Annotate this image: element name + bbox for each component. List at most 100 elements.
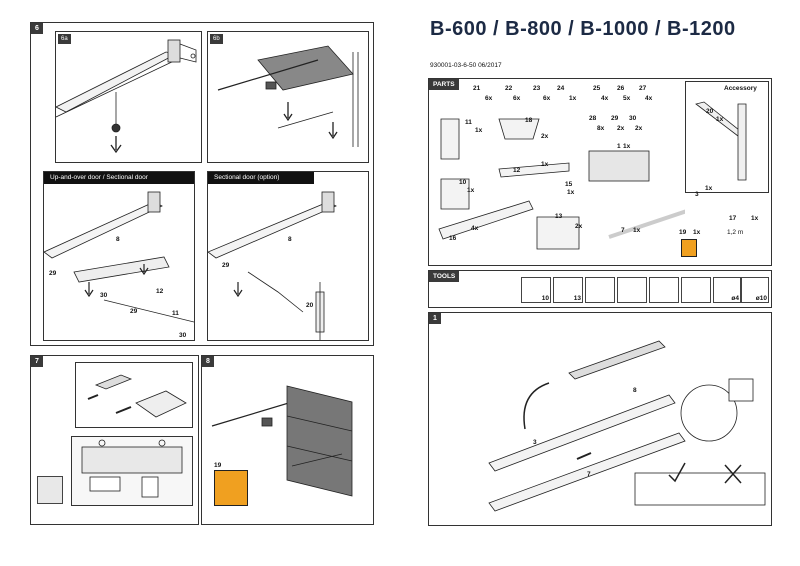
part-29-qty: 2x <box>617 125 625 132</box>
control-board-illustration <box>81 439 183 498</box>
part-15-number: 15 <box>565 181 573 188</box>
callout-12: 12 <box>156 288 164 295</box>
phillips-screwdriver-icon <box>649 277 679 303</box>
right-page: B-600 / B-800 / B-1000 / B-1200 930001-0… <box>400 0 800 566</box>
tool-size: ø4 <box>731 295 739 302</box>
accessory-label: Accessory <box>724 85 757 92</box>
part-18-number: 18 <box>525 117 533 124</box>
part-11-qty: 1x <box>475 127 483 134</box>
part-30-qty: 2x <box>635 125 643 132</box>
tool-size: 13 <box>573 295 581 302</box>
warning-triangle-icon <box>214 470 248 506</box>
step-number: 6 <box>31 23 43 34</box>
part-3-number: 3 <box>695 191 699 198</box>
battery-detail <box>75 362 193 428</box>
control-unit <box>71 436 193 506</box>
part-26-qty: 5x <box>623 95 631 102</box>
document-number: 930001-03-6-50 06/2017 <box>430 62 502 69</box>
step-number: 8 <box>202 356 214 367</box>
part-21-qty: 6x <box>485 95 493 102</box>
callout-30: 30 <box>100 292 108 299</box>
manual-book-icon <box>37 476 63 504</box>
part-28-qty: 8x <box>597 125 605 132</box>
battery-illustration <box>87 374 187 418</box>
part-20-qty: 1x <box>716 116 724 123</box>
callout-29: 29 <box>222 262 230 269</box>
rail-hanging-illustration <box>56 39 197 154</box>
part-29-number: 29 <box>611 115 619 122</box>
part-21-number: 21 <box>473 85 481 92</box>
part-17-number: 17 <box>729 215 737 222</box>
part-15-qty: 1x <box>567 189 575 196</box>
box-title: Sectional door (option) <box>208 172 314 184</box>
step6a-panel: 6a <box>55 31 202 163</box>
part-22-number: 22 <box>505 85 513 92</box>
part-11-number: 11 <box>465 119 472 126</box>
part-12-qty: 1x <box>541 161 549 168</box>
callout-30b: 30 <box>179 332 187 339</box>
flat-screwdriver-icon <box>681 277 711 303</box>
drill-10-icon: ø10 <box>741 277 769 303</box>
part-23-qty: 6x <box>543 95 551 102</box>
tape-measure-icon <box>585 277 615 303</box>
part-13-number: 13 <box>555 213 563 220</box>
sectional-illustration <box>208 191 337 340</box>
part-7-qty: 1x <box>633 227 641 234</box>
step8-panel: 8 19 <box>201 355 374 525</box>
step6b-panel: 6b <box>207 31 369 163</box>
callout-8: 8 <box>288 236 292 243</box>
up-and-over-illustration <box>44 191 194 323</box>
callout-8: 8 <box>633 387 637 394</box>
parts-panel: PARTS Accessory 20 1x <box>428 78 772 266</box>
part-24-qty: 1x <box>569 95 577 102</box>
part-25-qty: 4x <box>601 95 609 102</box>
part-27-qty: 4x <box>645 95 653 102</box>
part-26-number: 26 <box>617 85 625 92</box>
step7-panel: 7 <box>30 355 199 525</box>
part-1-qty: 1x <box>623 143 631 150</box>
part-22-qty: 6x <box>513 95 521 102</box>
warning-label-icon <box>681 239 697 257</box>
page-title: B-600 / B-800 / B-1000 / B-1200 <box>430 18 736 40</box>
part-20-number: 20 <box>706 108 714 115</box>
callout-29: 29 <box>49 270 57 277</box>
part-24-number: 24 <box>557 85 565 92</box>
substep-label: 6b <box>210 34 223 44</box>
step-number: 7 <box>31 356 43 367</box>
part-19-number: 19 <box>679 229 687 236</box>
part-28-number: 28 <box>589 115 597 122</box>
parts-tab: PARTS <box>429 79 459 90</box>
part-18-qty: 2x <box>541 133 549 140</box>
part-12-number: 12 <box>513 167 521 174</box>
part-25-number: 25 <box>593 85 601 92</box>
box-title: Up-and-over door / Sectional door <box>44 172 194 184</box>
tool-size: 10 <box>541 295 549 302</box>
cable-length: 1,2 m <box>727 229 744 236</box>
part-13-qty: 2x <box>575 223 583 230</box>
wrench-10-icon: 10 <box>521 277 551 303</box>
left-page: 6 6a 6b <box>30 22 374 525</box>
part-27-number: 27 <box>639 85 647 92</box>
part-17-qty: 1x <box>751 215 759 222</box>
part-7-number: 7 <box>621 227 625 234</box>
part-19-qty: 1x <box>693 229 701 236</box>
callout-7: 7 <box>587 471 591 478</box>
wrench-13-icon: 13 <box>553 277 583 303</box>
part-1-number: 1 <box>617 143 621 150</box>
tool-size: ø10 <box>755 295 767 302</box>
up-and-over-box: Up-and-over door / Sectional door 8 29 3… <box>43 171 195 341</box>
pencil-icon <box>617 277 647 303</box>
tools-panel: TOOLS 10 13 ø4 ø10 <box>428 270 772 308</box>
tools-tab: TOOLS <box>429 271 460 282</box>
substep-label: 6a <box>58 34 71 44</box>
step-number: 1 <box>429 313 441 324</box>
door-panel-illustration <box>217 45 359 147</box>
part-10-number: 10 <box>459 179 467 186</box>
callout-3: 3 <box>533 439 537 446</box>
step1-panel: 1 8 3 7 <box>428 312 772 526</box>
step6-panel: 6 6a 6b <box>30 22 374 346</box>
drill-4-icon: ø4 <box>713 277 741 303</box>
callout-19: 19 <box>214 462 222 469</box>
callout-8: 8 <box>116 236 120 243</box>
part-23-number: 23 <box>533 85 541 92</box>
